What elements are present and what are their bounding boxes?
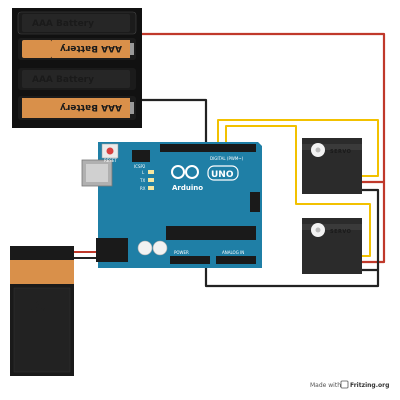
reset-label: RESET [104,158,117,163]
wire-black-servo [362,188,380,270]
analog-label: ANALOG IN [222,250,244,255]
servo-label: SERVO [330,149,351,155]
servo-label: SERVO [330,229,351,235]
battery-pack: AAA Battery AAA Battery AAA Battery AAA … [12,8,142,128]
power-jack [96,238,128,262]
fritzing-icon [340,380,349,389]
power-header [170,256,210,264]
atmega-chip [166,226,256,240]
battery-label: AAA Battery [32,75,94,85]
battery-voltage-label: 9v [30,297,48,316]
led-label: L [142,170,145,175]
led-label: TX [139,178,145,183]
wire-black-battery [142,98,380,288]
capacitor [152,240,168,256]
credit-prefix: Made with [310,382,341,389]
wire-yellow-2 [225,125,371,257]
battery-cell: AAA Battery [18,96,136,120]
reset-button-cap [106,147,114,155]
led [148,186,154,190]
capacitor [137,240,153,256]
led [148,170,154,174]
arduino-logo: Arduino UNO [171,165,239,192]
battery-clip [10,246,74,260]
battery-cell: AAA Battery [17,11,137,35]
model-label: UNO [211,170,234,180]
led-label: RX [140,186,146,191]
battery-label: AAA Battery [60,102,122,112]
credit-brand: Fritzing.org [350,382,389,389]
arduino-board: RESET ICSP2 DIGITAL (PWM~) L TX RX Ardui… [81,142,262,268]
servo-bottom: SERVO [302,218,362,274]
battery-cell: AAA Battery [18,68,136,90]
analog-header [216,256,256,264]
icsp-header-right [250,192,260,212]
wires [72,32,386,288]
brand-label: Arduino [172,184,203,192]
fritzing-credit: Made with Fritzing.org [310,380,389,389]
digital-header [160,144,256,152]
nine-volt-battery: 9v [10,246,74,376]
led [148,178,154,182]
icsp-label: ICSP2 [134,164,146,169]
wire-yellow-1 [217,119,379,177]
icsp-header [132,150,150,162]
battery-cell: AAA Battery [18,38,136,60]
battery-top-band [10,260,74,284]
servo-top: SERVO [302,138,362,194]
digital-label: DIGITAL (PWM~) [210,156,244,161]
battery-label: AAA Battery [32,19,94,29]
battery-label: AAA Battery [60,43,122,53]
wire-red-battery [142,32,386,264]
power-label: POWER [174,250,189,255]
